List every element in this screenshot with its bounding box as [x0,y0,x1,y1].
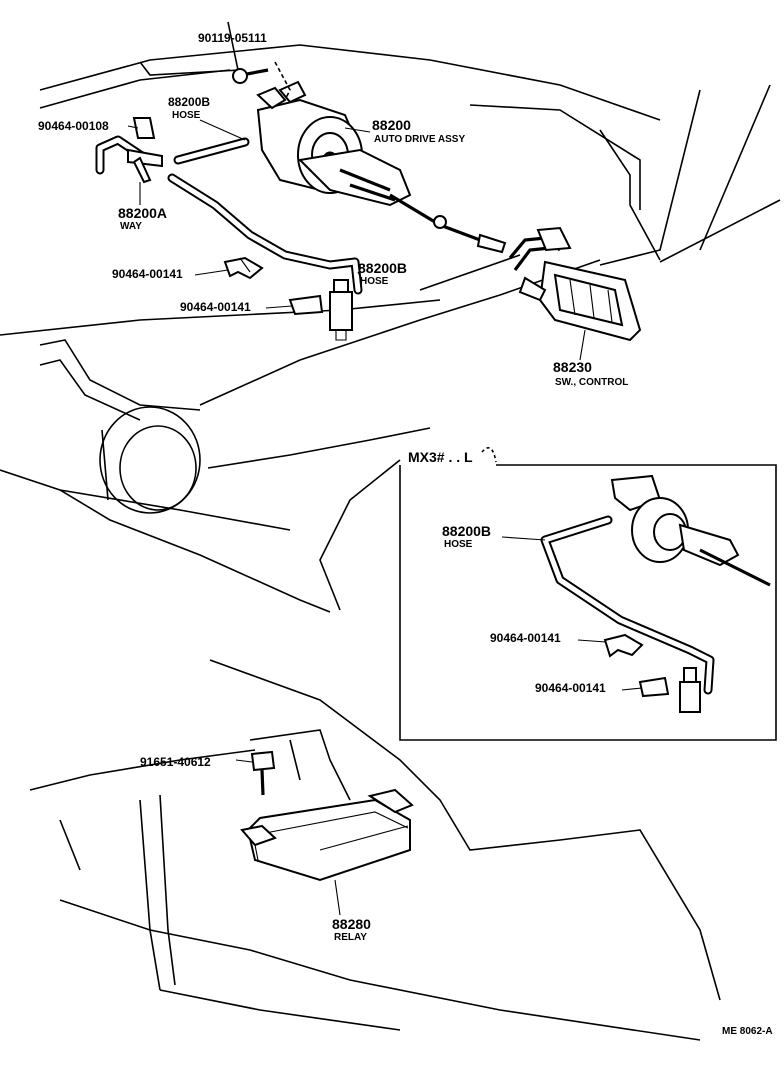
label-inset-hose-88200B: 88200B [442,523,491,539]
vacuum-switch [288,279,353,341]
label-switch-88230: 88230 [553,359,592,375]
leader-lines [127,119,586,361]
label-clamp-90464-00108: 90464-00108 [38,119,109,133]
inset-title: MX3# . . L [408,449,473,465]
relay-88280 [240,788,414,882]
label-switch-sub: SW., CONTROL [555,377,628,388]
label-hose-88200B-mid: 88200B [358,260,407,276]
label-inset-clip-1: 90464-00141 [490,631,561,645]
hose-88200B-top [173,137,250,165]
bolt-91651-40612 [235,750,276,796]
clip-90464-00141 [223,256,264,280]
label-clip-90464-00141-a: 90464-00141 [112,267,183,281]
label-hose-88200B-top-sub: HOSE [172,110,201,121]
label-actuator-88200: 88200 [372,117,411,133]
label-way-88200A: 88200A [118,205,167,221]
label-clip-90464-00141-b: 90464-00141 [180,300,251,314]
control-switch-88230 [508,226,642,342]
auto-drive-actuator [256,80,412,207]
relay-leader [334,879,341,916]
hose-88200B-mid [167,173,363,295]
actuator-cable [389,193,507,254]
label-hose-88200B-top: 88200B [168,95,210,109]
headlamp [99,406,201,514]
label-inset-clip-2: 90464-00141 [535,681,606,695]
label-relay-88280: 88280 [332,916,371,932]
inset-clip [603,633,644,658]
label-actuator-sub: AUTO DRIVE ASSY [374,134,465,145]
inset-frame [399,446,777,741]
figure-code: ME 8062-A [722,1026,773,1037]
inset-vacuum-switch [638,667,701,713]
bolt-90119-05111 [227,21,291,101]
label-way-sub: WAY [120,221,142,232]
inset-leader-lines [501,536,643,691]
label-inset-hose-sub: HOSE [444,539,473,550]
label-bolt-91651-40612: 91651-40612 [140,755,211,769]
label-bolt-90119-05111: 90119-05111 [198,31,267,45]
label-relay-sub: RELAY [334,932,367,943]
lower-fender-outline [29,659,721,1041]
hood-outline [39,44,781,266]
inset-actuator [610,474,771,587]
label-hose-88200B-mid-sub: HOSE [360,276,389,287]
way-connector-88200A [95,117,163,184]
